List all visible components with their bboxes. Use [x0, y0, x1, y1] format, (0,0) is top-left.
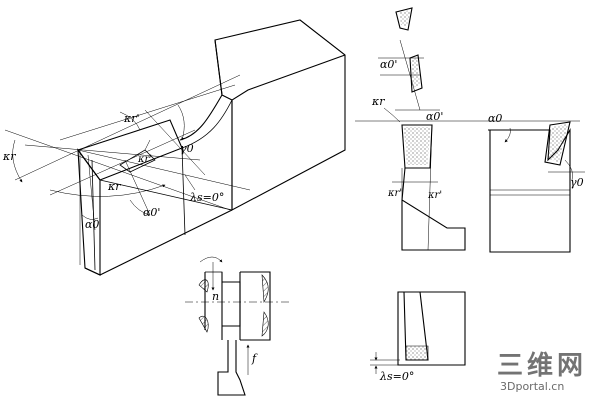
label-gamma0-main: γ0 — [180, 142, 194, 155]
label-alpha0-prime-main: α0' — [143, 206, 160, 219]
watermark-cn: 三维网 — [497, 350, 587, 381]
label-kr-prime-top: κr' — [123, 112, 140, 125]
label-alpha0-prime-upper: α0' — [380, 58, 397, 71]
label-alpha0-main: α0 — [85, 218, 99, 231]
label-gamma0-right: γ0 — [570, 176, 584, 189]
label-alpha0-prime-mid: α0' — [426, 110, 443, 123]
label-kr-prime-lower: κr' — [427, 190, 442, 201]
projected-views: α0' α0' κr κr' κr' α0 γ0 λs= — [355, 7, 585, 383]
watermark-logo: 三维网 3Dportal.cn — [497, 350, 587, 393]
label-n-rotation: n — [212, 290, 219, 303]
label-ls-bottom: λs=0° — [379, 370, 414, 383]
label-kr-mid: κr — [371, 95, 385, 108]
label-kr-left: κr — [2, 150, 16, 163]
label-kr-bottom: κr — [107, 180, 121, 193]
label-alpha0-right: α0 — [488, 112, 502, 125]
label-kr-lower: κr' — [387, 188, 402, 199]
label-ls-main: λs=0° — [189, 191, 224, 204]
label-f-feed: f — [251, 352, 258, 365]
workpiece-feed-sketch: n f — [185, 256, 292, 396]
isometric-turning-tool: κr κr' κr' κr γ0 λs=0° α0' α0 — [2, 19, 346, 276]
watermark-url: 3Dportal.cn — [500, 380, 564, 393]
label-kr-prime-tip: κr' — [137, 154, 152, 165]
